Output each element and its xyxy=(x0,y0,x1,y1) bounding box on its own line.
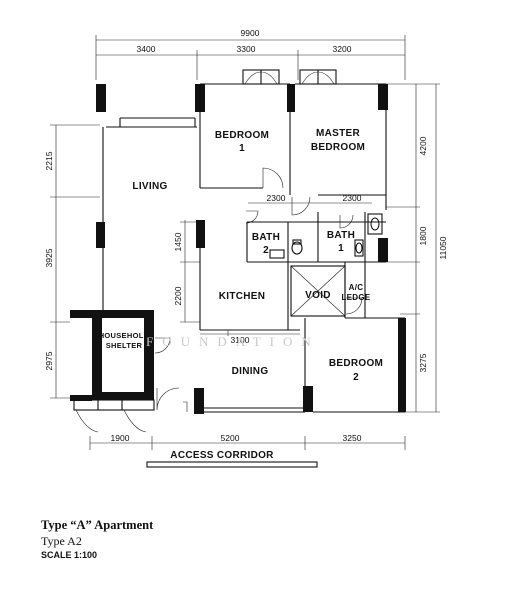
windows xyxy=(73,69,337,433)
room-bedroom-1-line1: BEDROOM xyxy=(215,130,269,141)
room-bath-1-line2: 1 xyxy=(338,243,344,254)
dimension-lines xyxy=(50,35,440,450)
dim-bottom-2: 5200 xyxy=(221,433,240,443)
room-void: VOID xyxy=(305,290,331,301)
doors xyxy=(154,167,363,412)
caption-scale: SCALE 1:100 xyxy=(41,550,98,560)
dim-right-2: 1800 xyxy=(418,226,428,245)
dim-right-total: 11050 xyxy=(438,236,448,259)
dim-bottom-1: 1900 xyxy=(111,433,130,443)
dim-inner-2300-b: 2300 xyxy=(343,193,362,203)
dim-top-1: 3400 xyxy=(137,44,156,54)
room-bath-2-line2: 2 xyxy=(263,245,269,256)
watermark: FOUNDATION xyxy=(146,334,320,349)
room-kitchen: KITCHEN xyxy=(219,291,266,302)
dim-top-2: 3300 xyxy=(237,44,256,54)
room-bedroom-2-line1: BEDROOM xyxy=(329,358,383,369)
room-shelter-line2: SHELTER xyxy=(106,341,143,350)
room-ac-ledge-line1: A/C xyxy=(349,283,364,292)
room-bedroom-1-line2: 1 xyxy=(239,143,245,154)
dim-inner-2300-a: 2300 xyxy=(267,193,286,203)
room-master-line1: MASTER xyxy=(316,128,360,139)
dimension-labels: 9900 3400 3300 3200 1900 5200 3250 2215 … xyxy=(44,28,448,443)
fixtures xyxy=(227,213,383,336)
caption-subtitle: Type A2 xyxy=(41,534,82,548)
dim-left-2: 3925 xyxy=(44,248,54,267)
room-master-line2: BEDROOM xyxy=(311,142,365,153)
caption-title: Type “A” Apartment xyxy=(41,518,154,532)
room-bath-2-line1: BATH xyxy=(252,232,280,243)
dim-inner-3100: 3100 xyxy=(231,335,250,345)
room-bath-1-line1: BATH xyxy=(327,230,355,241)
dim-right-3: 3275 xyxy=(418,353,428,372)
dim-inner-1450: 1450 xyxy=(173,232,183,251)
dim-bottom-3: 3250 xyxy=(343,433,362,443)
room-ac-ledge-line2: LEDGE xyxy=(341,293,370,302)
room-bedroom-2-line2: 2 xyxy=(353,372,359,383)
access-corridor-label: ACCESS CORRIDOR xyxy=(170,450,274,461)
dim-top-3: 3200 xyxy=(333,44,352,54)
dim-left-1: 2215 xyxy=(44,151,54,170)
access-corridor-bar xyxy=(146,461,318,468)
dim-total-width: 9900 xyxy=(241,28,260,38)
dim-left-3: 2975 xyxy=(44,351,54,370)
room-dining: DINING xyxy=(232,366,269,377)
dim-right-1: 4200 xyxy=(418,136,428,155)
dim-inner-2200: 2200 xyxy=(173,286,183,305)
room-shelter-line1: HOUSEHOLD xyxy=(99,331,150,340)
room-labels: BEDROOM 1 MASTER BEDROOM LIVING BATH 2 B… xyxy=(99,128,383,461)
room-living: LIVING xyxy=(132,181,167,192)
walls xyxy=(70,83,406,414)
